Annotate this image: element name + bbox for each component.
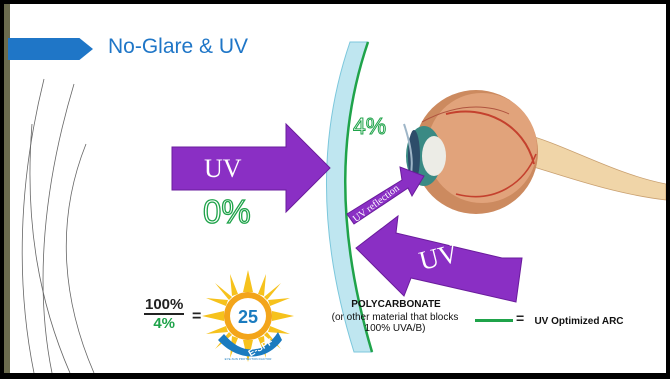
- legend-text: UV Optimized ARC: [529, 315, 629, 328]
- zero-percent-label: 0%: [203, 193, 251, 231]
- ratio-fraction: 100% 4%: [144, 296, 184, 332]
- ratio-equals-sign: =: [192, 308, 201, 326]
- legend-equals-sign: =: [516, 310, 524, 326]
- ratio-denominator: 4%: [144, 315, 184, 332]
- legend-green-line: [475, 319, 513, 322]
- ratio-numerator: 100%: [144, 296, 184, 315]
- uv-label-left: UV: [204, 154, 242, 184]
- polycarbonate-subtitle: (or other material that blocks 100% UVA/…: [320, 312, 470, 334]
- badge-tagline: EYE-SUN PROTECTION FACTOR: [225, 357, 273, 361]
- four-percent-label: 4%: [353, 113, 386, 140]
- badge-number: 25: [238, 307, 258, 327]
- eye-illustration: [404, 90, 666, 214]
- e-spf-sun-badge-icon: 25 E-SPF EYE-SUN PROTECTION FACTOR: [202, 270, 294, 362]
- slide: No-Glare & UV: [4, 4, 666, 373]
- decorative-curves: [22, 79, 94, 373]
- polycarbonate-title: POLYCARBONATE: [326, 299, 466, 310]
- uv-arrow-left: [172, 124, 330, 212]
